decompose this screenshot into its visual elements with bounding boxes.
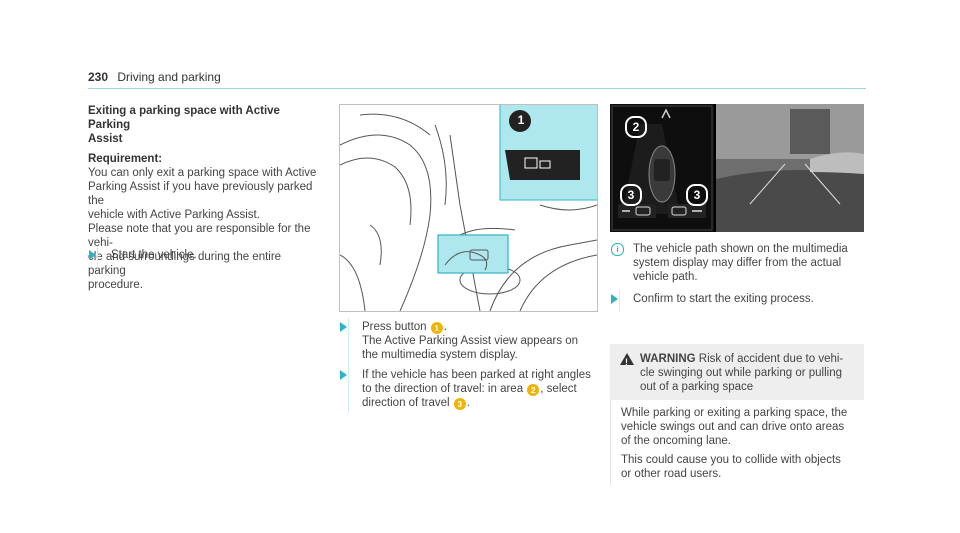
text-line: If the vehicle has been parked at right … <box>362 369 591 381</box>
section-heading-line: Assist <box>88 133 123 145</box>
text-line: Risk of accident due to vehi- <box>698 353 844 365</box>
step-bar <box>97 246 98 270</box>
warning-icon: ! <box>620 353 634 367</box>
text-line: of the oncoming lane. <box>621 435 731 447</box>
text-line: The Active Parking Assist view appears o… <box>362 335 579 347</box>
requirement-heading: Requirement: <box>88 153 163 165</box>
badge-1: 1 <box>430 322 443 334</box>
text-line: vehicle swings out and can drive onto ar… <box>621 421 845 433</box>
step-press-button: Press button 1. The Active Parking Assis… <box>339 320 619 362</box>
warning-body: While parking or exiting a parking space… <box>610 400 864 485</box>
section-title: Driving and parking <box>117 70 221 84</box>
step-confirm: Confirm to start the exiting process. <box>610 292 887 306</box>
text-line: out of a parking space <box>640 381 754 393</box>
step-text: Start the vehicle. <box>111 249 197 261</box>
text-line: . <box>466 397 470 409</box>
display-drawing <box>610 104 864 232</box>
step-bar <box>619 290 620 312</box>
step-text: Confirm to start the exiting process. <box>633 293 814 305</box>
text-line: direction of travel <box>362 397 450 409</box>
step-arrow-icon <box>611 294 618 304</box>
column-1: Exiting a parking space with Active Park… <box>88 104 320 292</box>
page-number: 230 <box>88 70 109 84</box>
text-line: vehicle with Active Parking Assist. <box>88 209 260 221</box>
warning-header: ! WARNING Risk of accident due to vehi- … <box>610 344 864 400</box>
step-start-vehicle: Start the vehicle. <box>88 248 341 262</box>
requirement-text: You can only exit a parking space with A… <box>88 166 320 222</box>
step-arrow-icon <box>340 322 347 332</box>
text-line: to the direction of travel: in area <box>362 383 524 395</box>
callout-2: 2 <box>625 116 647 138</box>
info-note: i The vehicle path shown on the multimed… <box>610 242 887 284</box>
text-line: or other road users. <box>621 468 722 480</box>
page-header: 230 Driving and parking <box>88 70 221 84</box>
text-line: system display may differ from the actua… <box>633 257 842 269</box>
text-line: Parking Assist if you have previously pa… <box>88 181 313 207</box>
callout-3-left: 3 <box>620 184 642 206</box>
text-line: procedure. <box>88 279 143 291</box>
text-line: cle swinging out while parking or pullin… <box>640 367 843 379</box>
center-console-figure: 1 <box>339 104 598 312</box>
text-line: You can only exit a parking space with A… <box>88 167 317 179</box>
warning-box: ! WARNING Risk of accident due to vehi- … <box>610 344 864 485</box>
text-line: , select <box>540 383 577 395</box>
step-arrow-icon <box>89 250 96 260</box>
multimedia-display-figure: 2 3 3 <box>610 104 864 232</box>
text-line: This could cause you to collide with obj… <box>621 454 841 466</box>
badge-2: 2 <box>527 384 540 396</box>
section-heading-line: Exiting a parking space with Active Park… <box>88 105 280 131</box>
header-rule <box>88 88 866 89</box>
center-console-drawing <box>340 105 597 311</box>
step-arrow-icon <box>340 370 347 380</box>
callout-1: 1 <box>517 113 525 127</box>
text-line: Please note that you are responsible for… <box>88 223 311 249</box>
info-icon: i <box>611 243 624 256</box>
text-line: While parking or exiting a parking space… <box>621 407 848 419</box>
text-line: The vehicle path shown on the multimedia <box>633 243 848 255</box>
section-heading: Exiting a parking space with Active Park… <box>88 104 320 146</box>
callout-3-right: 3 <box>686 184 708 206</box>
text-line: the multimedia system display. <box>362 349 518 361</box>
step-bar <box>348 318 349 413</box>
badge-3: 3 <box>453 398 466 410</box>
step-text: . <box>443 321 447 333</box>
step-text: Press button <box>362 321 427 333</box>
warning-label: WARNING <box>640 353 696 365</box>
step-select-direction: If the vehicle has been parked at right … <box>339 368 619 410</box>
text-line: vehicle path. <box>633 271 698 283</box>
